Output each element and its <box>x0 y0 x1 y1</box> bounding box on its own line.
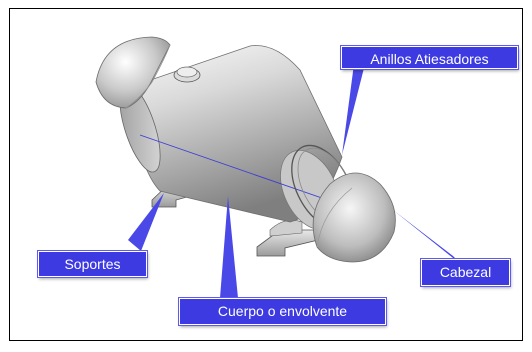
right-head <box>312 172 396 263</box>
rings-pointer <box>342 64 365 155</box>
head-label: Cabezal <box>421 259 510 286</box>
body-pointer <box>220 196 238 298</box>
rings-label: Anillos Atiesadores <box>341 46 518 69</box>
supports-pointer <box>128 193 164 251</box>
head-pointer <box>393 210 463 266</box>
supports-label: Soportes <box>38 251 147 277</box>
body-label: Cuerpo o envolvente <box>179 298 386 325</box>
left-head <box>95 36 171 109</box>
